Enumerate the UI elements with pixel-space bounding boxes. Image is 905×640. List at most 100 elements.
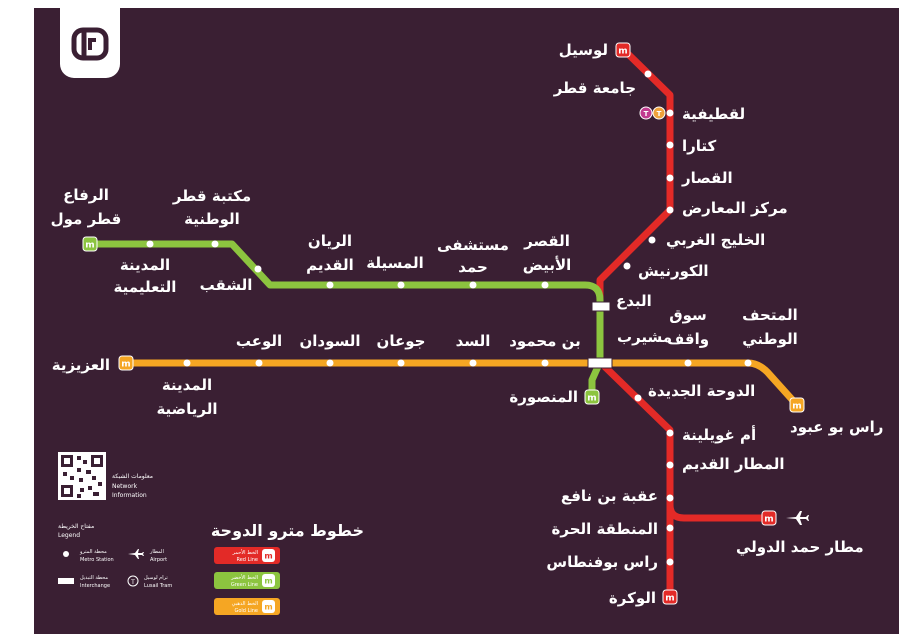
line-gold-ar: الخط الذهبي xyxy=(232,601,258,607)
terminal-ras-bu-abboud[interactable]: m xyxy=(789,397,805,413)
station-dot[interactable] xyxy=(255,359,263,367)
svg-text:T: T xyxy=(644,110,649,118)
line-red-ar: الخط الأحمر xyxy=(232,549,258,556)
station-dot[interactable] xyxy=(183,359,191,367)
label-decc: مركز المعارض xyxy=(682,199,788,217)
station-dot[interactable] xyxy=(666,141,674,149)
station-dot[interactable] xyxy=(469,281,477,289)
station-dot[interactable] xyxy=(666,558,674,566)
label-national-museum-2: الوطني xyxy=(742,330,798,348)
green-line xyxy=(90,240,604,395)
legend-airport-icon xyxy=(128,549,144,559)
lines-title: خطوط مترو الدوحة xyxy=(211,521,364,540)
label-oqba: عقبة بن نافع xyxy=(561,487,658,505)
interchange-msheireb[interactable] xyxy=(587,357,613,369)
airport-icon xyxy=(786,511,809,525)
station-dot[interactable] xyxy=(684,359,692,367)
svg-text:m: m xyxy=(121,360,130,370)
station-dot[interactable] xyxy=(397,281,405,289)
label-legtaifiya: لقطيفية xyxy=(682,105,745,123)
label-souq-waqif-1: سوق xyxy=(669,306,707,324)
label-library-1: مكتبة قطر xyxy=(172,187,251,205)
station-dot[interactable] xyxy=(326,359,334,367)
label-old-rayyan-1: الريان xyxy=(308,232,352,250)
svg-text:m: m xyxy=(764,515,773,525)
svg-text:m: m xyxy=(264,577,272,586)
station-dot[interactable] xyxy=(146,240,154,248)
label-souq-waqif-2: واقف xyxy=(667,330,709,348)
svg-text:m: m xyxy=(618,47,627,57)
station-dot[interactable] xyxy=(623,262,631,270)
svg-text:m: m xyxy=(665,594,674,604)
legend-interchange-ar: محطة التبديل xyxy=(80,575,108,581)
legend-heading-ar: مفتاح الخريطة xyxy=(58,523,94,530)
terminal-al-wakra[interactable]: m xyxy=(662,589,678,605)
legend-interchange-en: Interchange xyxy=(80,583,110,589)
label-education-city-2: التعليمية xyxy=(114,278,177,296)
svg-text:m: m xyxy=(264,603,272,612)
station-dot[interactable] xyxy=(541,359,549,367)
svg-text:m: m xyxy=(587,394,596,404)
station-dot[interactable] xyxy=(648,236,656,244)
label-al-bidda: البدع xyxy=(616,292,652,310)
label-corniche: الكورنيش xyxy=(638,262,709,280)
svg-text:T: T xyxy=(657,110,662,118)
label-umm-ghuwailina: أم غويلينة xyxy=(682,425,756,444)
network-info-en2: Information xyxy=(112,492,147,499)
terminal-al-mansoura[interactable]: m xyxy=(584,389,600,405)
svg-text:m: m xyxy=(792,402,801,412)
legend: مفتاح الخريطة Legend محطة المترو Metro S… xyxy=(58,523,172,589)
label-old-airport: المطار القديم xyxy=(682,455,785,473)
legend-tram-en: Lusail Tram xyxy=(144,583,172,589)
station-dot[interactable] xyxy=(666,524,674,532)
station-dot[interactable] xyxy=(397,359,405,367)
line-badge-red[interactable]: m الخط الأحمر Red Line xyxy=(214,547,280,564)
station-dot[interactable] xyxy=(326,281,334,289)
station-dot[interactable] xyxy=(469,359,477,367)
station-dot[interactable] xyxy=(666,494,674,502)
terminal-lusail[interactable]: m xyxy=(615,42,631,58)
label-white-palace-1: القصر xyxy=(523,232,570,250)
line-badge-green[interactable]: m الخط الأخضر Green Line xyxy=(214,572,280,589)
network-info[interactable]: معلومات الشبكة Network Information xyxy=(58,452,153,500)
svg-text:T: T xyxy=(130,579,135,586)
station-dot[interactable] xyxy=(666,429,674,437)
legend-station-dot xyxy=(63,551,69,557)
station-dot[interactable] xyxy=(666,206,674,214)
label-old-rayyan-2: القديم xyxy=(306,256,354,274)
label-hamad-hospital-1: مستشفى xyxy=(437,236,509,254)
svg-text:m: m xyxy=(85,241,94,251)
line-gold-en: Gold Line xyxy=(234,608,258,614)
map-background xyxy=(34,8,899,634)
label-al-wakra: الوكرة xyxy=(609,589,656,607)
station-dot[interactable] xyxy=(254,265,262,273)
label-al-waab: الوعب xyxy=(236,332,282,350)
station-dot[interactable] xyxy=(644,70,652,78)
label-al-qassar: القصار xyxy=(681,169,733,187)
tram-icon: T T xyxy=(639,106,666,120)
station-labels: لوسيل جامعة قطر لقطيفية كتارا القصار مرك… xyxy=(51,41,884,607)
line-red-en: Red Line xyxy=(236,557,258,563)
terminal-al-riffa[interactable]: m xyxy=(82,236,98,252)
label-lusail: لوسيل xyxy=(559,41,608,59)
station-dot[interactable] xyxy=(744,359,752,367)
station-dot[interactable] xyxy=(634,394,642,402)
label-white-palace-2: الأبيض xyxy=(523,256,572,274)
station-dot[interactable] xyxy=(541,281,549,289)
station-dot[interactable] xyxy=(666,461,674,469)
station-dot[interactable] xyxy=(666,174,674,182)
label-al-mansoura: المنصورة xyxy=(509,388,578,406)
legend-heading-en: Legend xyxy=(58,532,80,539)
terminal-hia[interactable]: m xyxy=(761,510,777,526)
legend-tram-ar: ترام لوسيل xyxy=(144,575,168,581)
station-dot[interactable] xyxy=(211,240,219,248)
label-msheireb: مشيرب xyxy=(617,328,672,346)
terminal-al-aziziyah[interactable]: m xyxy=(118,355,134,371)
line-green-ar: الخط الأخضر xyxy=(230,574,258,581)
svg-text:m: m xyxy=(264,552,272,561)
line-badge-gold[interactable]: m الخط الذهبي Gold Line xyxy=(214,598,280,615)
interchange-al-bidda[interactable] xyxy=(591,301,611,312)
metro-logo xyxy=(60,8,120,78)
station-dot[interactable] xyxy=(666,109,674,117)
label-al-sudan: السودان xyxy=(299,332,360,350)
